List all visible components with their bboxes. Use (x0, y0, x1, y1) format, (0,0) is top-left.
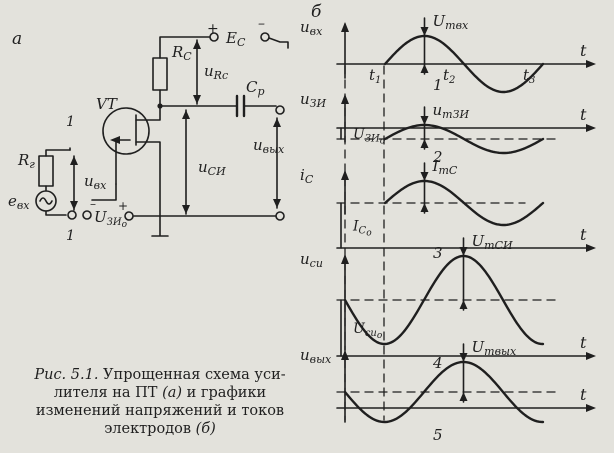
coupling-capacitor (235, 94, 246, 118)
input-terminal-bottom (67, 210, 77, 220)
plot-2-number: 2 (432, 148, 443, 166)
drop-voltage-label: uRс (204, 62, 228, 82)
caption-text-2: и графики изменений напряжений и токов э… (35, 385, 285, 437)
circuit-diagram: а + EС – RС uRс Cр VT uСИ (8, 16, 289, 244)
input-voltage-label: uвх (84, 172, 107, 192)
plot-1-number: 1 (433, 76, 443, 94)
plot-1-time-1: t1 (369, 66, 381, 86)
caption-text-1: Упрощенная схема уси-лителя на ПТ (53, 367, 286, 401)
bias-minus-terminal (82, 210, 92, 220)
drain-resistor-label: RС (171, 43, 192, 63)
plot-5-xlabel: t (580, 385, 587, 404)
plot-3-y-arrow (341, 170, 349, 180)
caption-number: Рис. 5.1. (34, 367, 99, 383)
plot-1-xlabel: t (580, 41, 587, 60)
plot-3-xlabel: t (580, 225, 587, 244)
plot-3-number: 3 (433, 244, 443, 262)
plot-2-amp-label: umЗИ (433, 101, 470, 121)
plot-5-t-arrow (586, 404, 596, 412)
ds-voltage-label: uСИ (198, 158, 226, 178)
input-terminal-number-top: 1 (66, 114, 75, 130)
plot-2-amp-arrows (420, 116, 429, 148)
source-top-wire (45, 149, 71, 157)
plot-4-y-arrow (341, 254, 349, 264)
circuit-panel-label: а (12, 29, 22, 49)
plot-5-y-arrow (341, 350, 349, 360)
gate-bias-wire (91, 183, 117, 201)
sine-symbol-icon (39, 197, 53, 205)
plot-4-ylabel: uси (300, 250, 323, 270)
plot-1-waveform (383, 34, 545, 94)
input-terminal-number-bottom: 1 (66, 228, 75, 244)
output-terminal-bottom (275, 211, 285, 221)
plot-2-xlabel: t (580, 105, 587, 124)
plot-2-offset-label: UЗИо (353, 127, 386, 147)
plot-2-y-arrow (341, 94, 349, 104)
bias-plus-sign: + (118, 199, 128, 213)
supply-plus-sign: + (207, 21, 219, 37)
bias-minus-sign: – (90, 197, 96, 211)
transistor-drain-lead (135, 105, 161, 121)
transistor-gate-lead (115, 139, 131, 185)
supply-minus-terminal (260, 32, 270, 42)
output-arrow-heads (273, 118, 281, 208)
graphs-panel-label: б (311, 2, 322, 22)
plot-1-y-arrow (341, 22, 349, 32)
output-voltage-label: uвых (253, 136, 285, 156)
plot-1-ylabel: uвх (300, 18, 323, 38)
plot-1-amp-label: Umвх (433, 12, 469, 32)
plot-4-number: 4 (432, 354, 443, 372)
plot-1-time-3: t3 (523, 66, 535, 86)
plot-5-waveform (343, 360, 545, 424)
plot-5-amp-label: Umвых (472, 338, 517, 358)
plot-5-ylabel: uвых (300, 346, 332, 366)
source-resistor-label: Rг (17, 151, 35, 171)
plot-1-time-2: t2 (443, 66, 455, 86)
bias-voltage-label: UЗИо (94, 208, 128, 230)
plot-3-ylabel: iС (300, 166, 314, 186)
output-terminal-top (275, 105, 285, 115)
bias-plus-terminal (124, 211, 134, 221)
transistor-source-lead (135, 141, 161, 217)
plot-4-offset-label: Uсио (353, 321, 383, 341)
gate-arrow (110, 136, 120, 144)
ground-wire (268, 37, 289, 49)
supply-minus-sign: – (258, 16, 265, 32)
source-emf-label: eвх (8, 192, 30, 212)
supply-wire (159, 36, 211, 59)
plot-3-t-arrow (586, 244, 596, 252)
source-bottom-wire (45, 210, 67, 216)
caption-ref-b: (б) (195, 421, 216, 437)
plot-2-t-arrow (586, 124, 596, 132)
plot-1-t-arrow (586, 60, 596, 68)
source-resistor (38, 155, 54, 187)
figure-caption: Рис. 5.1. Упрощенная схема уси-лителя на… (12, 366, 308, 438)
plot-5-number: 5 (433, 426, 443, 444)
plot-4-xlabel: t (580, 333, 587, 352)
transistor-body (102, 107, 150, 155)
plot-2-waveform (383, 123, 545, 155)
plot-2-ylabel: uЗИ (300, 90, 327, 110)
plot-3-waveform (383, 179, 545, 227)
plot-4-t-arrow (586, 352, 596, 360)
capacitor-label: Cр (246, 78, 265, 98)
plot-3-offset-label: IСо (352, 219, 372, 239)
plot-4-waveform (343, 254, 545, 346)
supply-label: EС (225, 29, 246, 49)
plot-3-amp-label: ImС (432, 157, 458, 177)
transistor-label: VT (96, 95, 118, 113)
plot-4-amp-label: UmСИ (472, 232, 514, 252)
chassis-ground (151, 215, 169, 237)
drain-resistor (152, 57, 168, 91)
caption-ref-a: (а) (162, 385, 183, 401)
plot-3-amp-arrows (420, 172, 429, 212)
